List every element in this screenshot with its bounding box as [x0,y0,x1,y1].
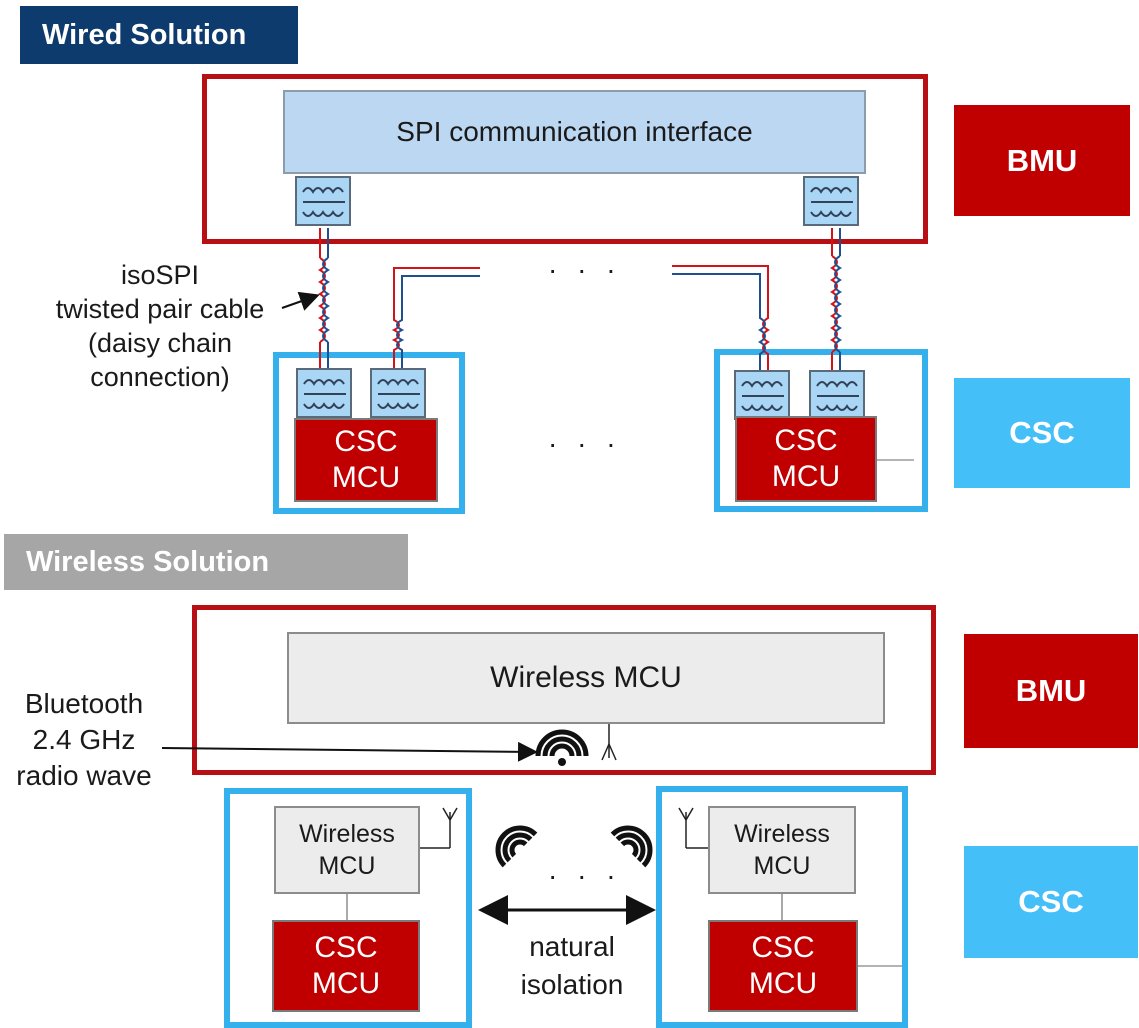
mcu-line: MCU [771,460,841,493]
isospi-cable-chain-left [391,267,480,368]
wired-bmu-label: BMU [954,105,1130,216]
wired-solution-title: Wired Solution [20,6,298,64]
cable-note-arrow [281,291,320,311]
mcu-line: MCU [748,967,818,1000]
cable-note-line: connection) [90,362,230,392]
mcu-line: CSC [751,931,815,964]
spi-interface-box: SPI communication interface [283,90,866,174]
wired-csc-right-outline [714,349,928,512]
radio-note-line: 2.4 GHz [32,724,136,755]
bmu-antenna-icon [601,724,617,761]
bmu-signal-icon [535,729,589,766]
wireless-ellipsis: · · · [548,860,622,891]
radio-note-line: Bluetooth [24,688,144,719]
wireless-bmu-outline [192,605,936,775]
cable-note-line: twisted pair cable [55,294,265,324]
wired-csc-label: CSC [954,378,1130,488]
isolation-note-line: isolation [520,969,624,1000]
mcu-line: Wireless [734,820,830,848]
isospi-cable-left [318,228,330,368]
wired-ellipsis-top: · · · [548,254,622,285]
cable-note: isoSPI twisted pair cable (daisy chain c… [40,258,280,394]
isospi-cable-right [830,228,842,370]
csc-right-antenna-icon [678,807,708,849]
transformer-coils [302,187,860,411]
wired-ellipsis-middle: · · · [548,428,622,459]
bmu-wireless-mcu-label: Wireless MCU [490,661,682,694]
cable-note-line: isoSPI [120,260,200,290]
cable-note-line: (daisy chain [87,328,233,358]
mcu-line: CSC [774,424,838,457]
csc-left-antenna-icon [420,807,458,849]
radio-note-line: radio wave [16,760,152,791]
radio-note: Bluetooth 2.4 GHz radio wave [4,686,164,794]
csc-left-signal-icon [495,825,538,868]
mcu-line: MCU [331,461,401,494]
mcu-line: Wireless [299,820,395,848]
isolation-note-line: natural [529,931,615,962]
mcu-line: MCU [753,852,811,880]
wireless-bmu-label: BMU [964,634,1138,748]
wired-csc-left-outline [273,352,465,514]
radio-note-arrow [161,741,538,762]
mcu-line: MCU [311,967,381,1000]
isospi-cable-chain-right [672,265,770,370]
wireless-solution-title: Wireless Solution [4,534,408,590]
isolation-note: natural isolation [480,928,664,1004]
mcu-line: CSC [334,425,398,458]
mcu-line: MCU [318,852,376,880]
spi-interface-label: SPI communication interface [396,116,753,147]
csc-right-signal-icon [610,825,653,868]
wireless-csc-label: CSC [964,846,1138,958]
bmu-wireless-mcu-box: Wireless MCU [287,632,885,724]
wireless-csc-right-outline [656,786,908,1028]
wireless-csc-left-outline [224,788,472,1028]
wired-bmu-outline [202,74,928,244]
mcu-line: CSC [314,931,378,964]
